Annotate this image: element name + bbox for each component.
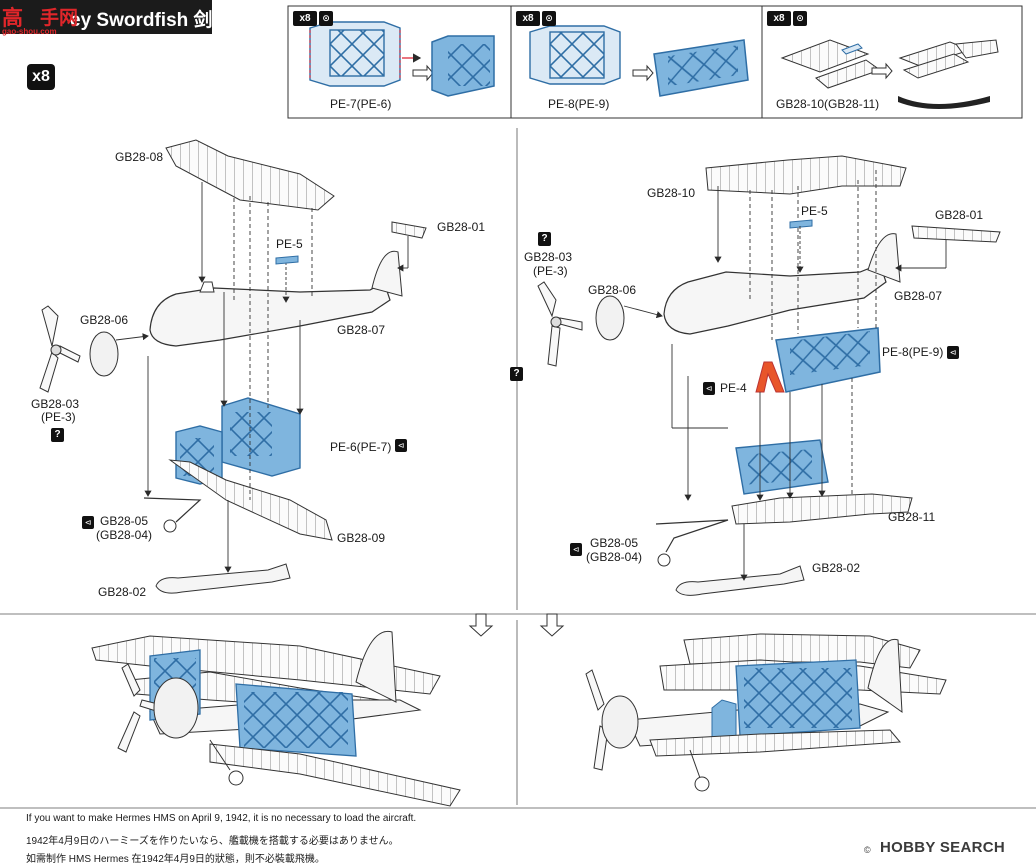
right-gb28-05-part-icon: ⊲: [570, 543, 582, 556]
right-label-gb28-05: GB28-05: [590, 536, 639, 550]
left-label-pe-6: PE-6(PE-7): [330, 440, 392, 454]
site-logo-mark: 高: [2, 6, 23, 30]
panel3-qty-badge: x8: [767, 11, 791, 26]
left-question-icon: ?: [51, 428, 64, 442]
top-panel-frame: [287, 5, 1023, 119]
right-label-gb28-04: (GB28-04): [586, 550, 643, 564]
pe7-fold-diagram: [309, 21, 495, 97]
right-label-pe-5: PE-5: [801, 204, 828, 218]
site-logo-text: 手网: [40, 7, 79, 29]
left-label-pe-3: (PE-3): [41, 410, 76, 424]
watermark-copyright: ©: [864, 845, 871, 855]
left-gb28-05-part-icon: ⊲: [82, 516, 94, 529]
panel3-fold-icon: ⊙: [793, 11, 807, 26]
left-label-gb28-07: GB28-07: [337, 323, 386, 337]
right-label-gb28-10: GB28-10: [647, 186, 696, 200]
left-label-gb28-08: GB28-08: [115, 150, 164, 164]
note-chinese: 如需制作 HMS Hermes 在1942年4月9日的狀態，則不必裝載飛機。: [26, 854, 325, 865]
left-label-gb28-06: GB28-06: [80, 313, 129, 327]
watermark-hobby-search: HOBBY SEARCH: [880, 839, 1006, 856]
right-label-gb28-02: GB28-02: [812, 561, 861, 575]
left-label-gb28-05: GB28-05: [100, 514, 149, 528]
right-label-gb28-06: GB28-06: [588, 283, 637, 297]
panel2-qty-badge: x8: [516, 11, 540, 26]
title-bar: ey Swordfish 剑鱼: [0, 0, 232, 34]
left-label-gb28-02: GB28-02: [98, 585, 147, 599]
left-exploded-view: [39, 139, 427, 594]
down-arrow-right: [539, 613, 565, 637]
right-completed-aircraft: [585, 633, 947, 792]
right-pe8-part-icon: ⊲: [947, 346, 959, 359]
left-pe6-part-icon: ⊲: [395, 439, 407, 452]
left-label-gb28-03: GB28-03: [31, 397, 80, 411]
right-label-gb28-01: GB28-01: [935, 208, 984, 222]
right-label-pe-8: PE-8(PE-9): [882, 345, 944, 359]
right-label-pe-3: (PE-3): [533, 264, 568, 278]
panel3-label: GB28-10(GB28-11): [776, 97, 880, 111]
panel2-label: PE-8(PE-9): [548, 97, 610, 111]
pe8-fold-diagram: [529, 25, 749, 97]
left-label-gb28-09: GB28-09: [337, 531, 386, 545]
left-label-gb28-04: (GB28-04): [96, 528, 153, 542]
page-title: ey Swordfish 剑鱼: [70, 10, 232, 31]
center-question-icon: ?: [510, 367, 523, 381]
left-label-pe-5: PE-5: [276, 237, 303, 251]
right-label-pe-4: PE-4: [720, 381, 747, 395]
left-label-gb28-01: GB28-01: [437, 220, 486, 234]
right-label-gb28-11: GB28-11: [888, 510, 936, 524]
site-logo-url: gao-shou.com: [2, 27, 57, 36]
panel2-fold-icon: ⊙: [542, 11, 556, 26]
panel1-fold-icon: ⊙: [319, 11, 333, 26]
note-english: If you want to make Hermes HMS on April …: [26, 813, 417, 824]
right-label-gb28-03: GB28-03: [524, 250, 573, 264]
right-label-gb28-07: GB28-07: [894, 289, 943, 303]
note-japanese: 1942年4月9日のハーミーズを作りたいなら、艦載機を搭載する必要はありません。: [26, 836, 399, 847]
quantity-badge: x8: [27, 64, 55, 90]
left-completed-aircraft: [91, 630, 461, 807]
right-exploded-view: [537, 155, 1001, 596]
panel1-label: PE-7(PE-6): [330, 97, 392, 111]
right-pe4-part-icon: ⊲: [703, 382, 715, 395]
wing-fold-diagram: [780, 39, 999, 109]
right-question-icon: ?: [538, 232, 551, 246]
panel1-qty-badge: x8: [293, 11, 317, 26]
down-arrow-left: [468, 613, 494, 637]
